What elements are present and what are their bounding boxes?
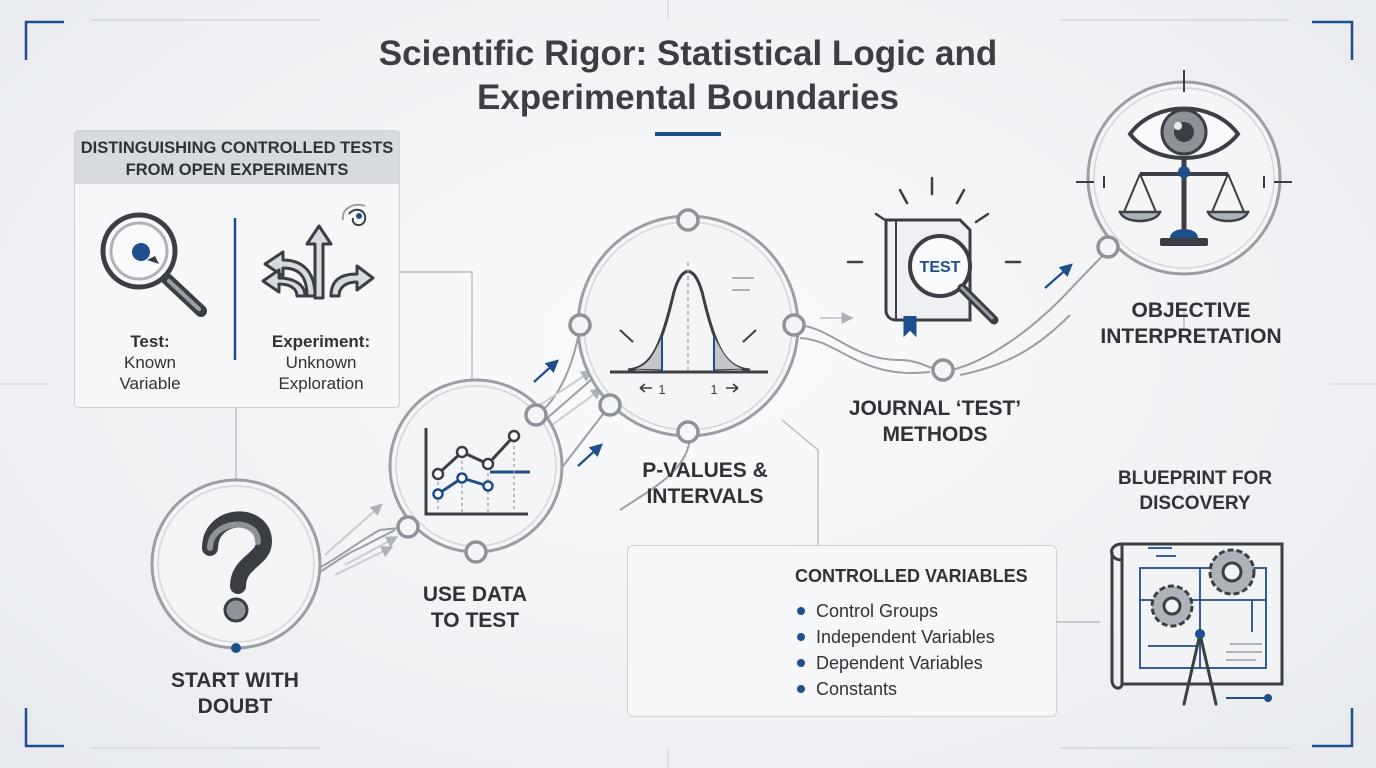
magnifier-icon: [100, 212, 207, 317]
objective-node: [1076, 70, 1292, 276]
line-chart-icon: [424, 428, 530, 516]
frame-corners: [24, 20, 1354, 748]
journal-book-icon: [846, 176, 1022, 338]
test-term: Test:: [130, 332, 170, 351]
book-label: TEST: [920, 259, 961, 276]
comparison-panel: DISTINGUISHING CONTROLLED TESTS FROM OPE…: [74, 130, 400, 408]
galaxy-icon: [341, 203, 367, 226]
list-item: Dependent Variables: [796, 650, 995, 676]
connector-lines: [235, 271, 1185, 623]
step-label-start: START WITH DOUBT: [171, 669, 299, 718]
list-item: Constants: [796, 676, 995, 702]
controlled-variables-list: Control Groups Independent Variables Dep…: [796, 598, 995, 702]
list-item: Independent Variables: [796, 624, 995, 650]
controlled-variables-panel: CONTROLLED VARIABLES Control Groups Inde…: [627, 545, 1057, 717]
tick-label-left: 1: [658, 382, 665, 397]
comparison-panel-header: DISTINGUISHING CONTROLLED TESTS FROM OPE…: [75, 131, 399, 184]
list-item: Control Groups: [796, 598, 995, 624]
experiment-description-line1: Unknown: [285, 353, 357, 372]
balance-scale-icon: [1118, 156, 1250, 246]
test-description-line2: Variable: [119, 374, 181, 393]
tick-label-right: 1: [710, 382, 717, 397]
experiment-term: Experiment:: [271, 332, 371, 351]
experiment-description-line2: Exploration: [278, 374, 364, 393]
panel-icons: [100, 203, 375, 360]
question-node: [150, 478, 322, 653]
path-nodes: [396, 208, 1120, 564]
question-mark-icon: [202, 511, 273, 623]
experiment-definition: Experiment: Unknown Exploration: [251, 331, 391, 394]
flow-arrows: [533, 263, 1073, 467]
test-description-line1: Known: [124, 353, 176, 372]
controlled-variables-title: CONTROLLED VARIABLES: [795, 566, 1028, 586]
eye-icon: [1127, 106, 1241, 160]
step-label-data: USE DATA TO TEST: [422, 583, 528, 632]
title-underline: [655, 132, 721, 136]
step-label-objective: OBJECTIVE INTERPRETATION: [1100, 299, 1282, 348]
bell-curve-icon: [610, 262, 768, 393]
step-label-blueprint: BLUEPRINT FOR DISCOVERY: [1117, 468, 1273, 514]
diverging-arrows-icon: [261, 224, 375, 300]
step-label-journal: JOURNAL ‘TEST’ METHODS: [848, 397, 1022, 446]
page-title: Scientific Rigor: Statistical Logic and …: [378, 34, 998, 117]
test-definition: Test: Known Variable: [89, 331, 211, 394]
flow-paths-light: [324, 312, 854, 576]
step-label-pvalues: P-VALUES & INTERVALS: [642, 459, 768, 508]
blueprint-gears-icon: [1110, 542, 1284, 706]
